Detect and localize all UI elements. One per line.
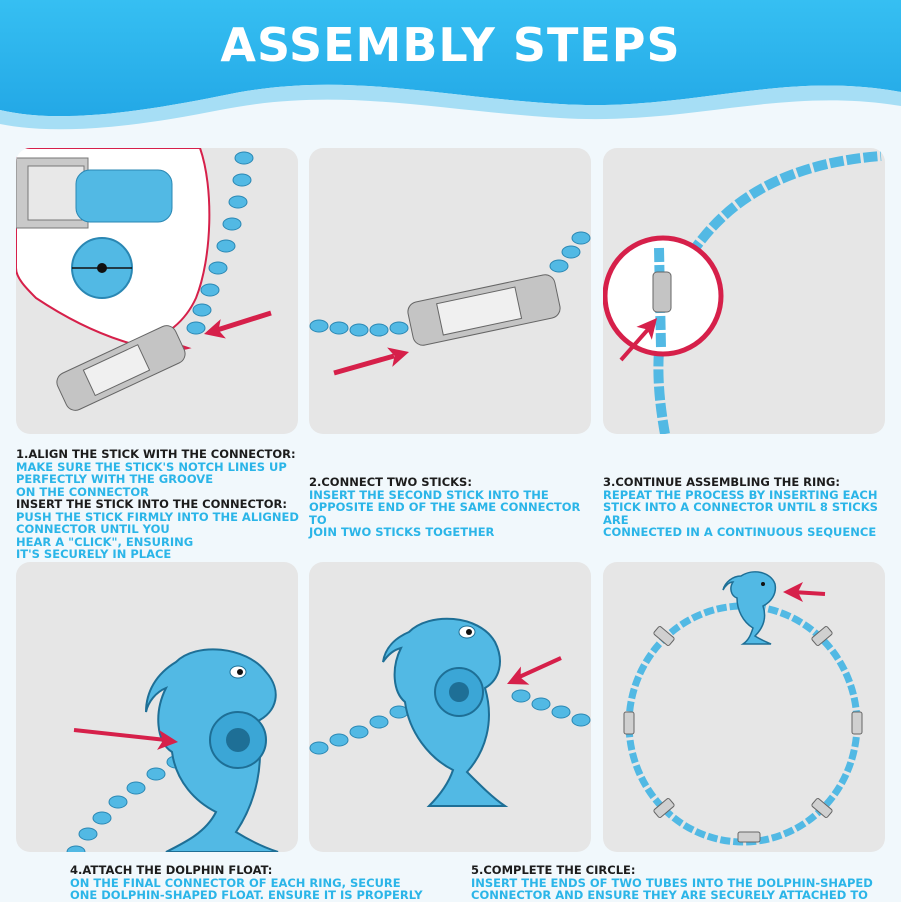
step-5-illustration xyxy=(603,562,885,852)
step-5-text: 5.COMPLETE THE CIRCLE: INSERT THE ENDS O… xyxy=(471,864,899,902)
connector-icon xyxy=(56,325,186,411)
header-banner: ASSEMBLY STEPS xyxy=(0,0,901,135)
arrow-icon xyxy=(502,666,530,694)
connector-icon xyxy=(407,274,561,346)
wave-background xyxy=(0,0,901,130)
step-4b-illustration xyxy=(309,562,591,852)
dolphin-float-icon xyxy=(145,648,279,852)
connector-icon xyxy=(652,271,672,313)
step-heading: INSERT THE STICK INTO THE CONNECTOR: xyxy=(16,497,288,511)
step-heading: 5.COMPLETE THE CIRCLE: xyxy=(471,863,636,877)
stick-end-icon xyxy=(75,169,173,223)
step-3-illustration xyxy=(603,148,885,434)
ring-segment xyxy=(653,151,882,434)
step-4-text: 4.ATTACH THE DOLPHIN FLOAT: ON THE FINAL… xyxy=(70,864,470,902)
step-heading: 3.CONTINUE ASSEMBLING THE RING: xyxy=(603,475,840,489)
dolphin-float-icon xyxy=(382,617,509,807)
step-4a-illustration xyxy=(16,562,298,852)
arrow-icon xyxy=(201,319,226,344)
step-1-illustration xyxy=(16,148,298,434)
step-heading: 4.ATTACH THE DOLPHIN FLOAT: xyxy=(70,863,273,877)
step-3-text: 3.CONTINUE ASSEMBLING THE RING: REPEAT T… xyxy=(603,476,899,539)
step-2-text: 2.CONNECT TWO STICKS: INSERT THE SECOND … xyxy=(309,476,599,539)
step-2-illustration xyxy=(309,148,591,434)
step-heading: 1.ALIGN THE STICK WITH THE CONNECTOR: xyxy=(16,447,296,461)
step-1-text: 1.ALIGN THE STICK WITH THE CONNECTOR: MA… xyxy=(16,448,306,561)
step-heading: 2.CONNECT TWO STICKS: xyxy=(309,475,472,489)
page-title: ASSEMBLY STEPS xyxy=(220,18,681,72)
dolphin-float-icon xyxy=(722,571,777,645)
